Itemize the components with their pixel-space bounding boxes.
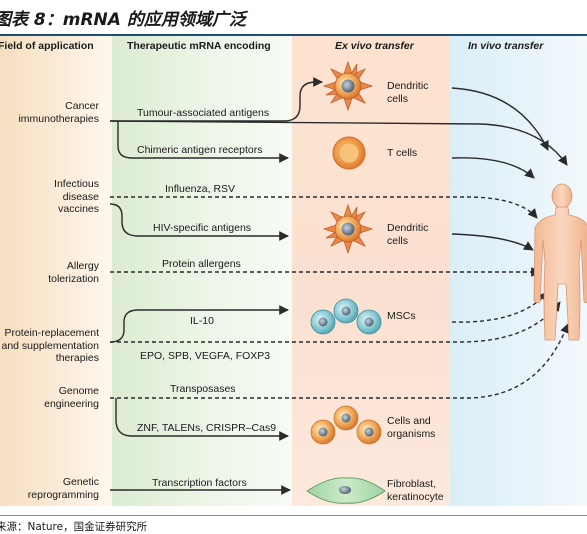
encoding-allergens: Protein allergens (162, 258, 241, 270)
encoding-tumour-antigens: Tumour-associated antigens (137, 107, 270, 119)
field-column-background (0, 36, 112, 506)
figure-title: 图表 8：mRNA 的应用领域广泛 (0, 10, 246, 30)
encoding-il10: IL-10 (190, 315, 214, 327)
arrow-transposases-to-body (110, 323, 570, 399)
arrow-tumour-antigens-to-dendritic (110, 77, 323, 122)
encoding-znf: ZNF, TALENs, CRISPR–Cas9 (137, 422, 277, 434)
column-header-field: Field of application (0, 40, 94, 52)
encoding-influenza: Influenza, RSV (165, 183, 236, 195)
source-note: 来源：Nature，国金证券研究所 (0, 521, 148, 533)
human-body-icon (533, 183, 587, 341)
column-header-exvivo: Ex vivo transfer (335, 40, 414, 52)
encoding-column-background (112, 36, 292, 506)
cell-label-fibroblast: Fibroblast,keratinocyte (387, 478, 444, 503)
cell-label-tcells: T cells (387, 147, 418, 159)
source-divider (0, 515, 587, 516)
encoding-transcription-factors: Transcription factors (152, 477, 247, 489)
arrow-car-to-tcells (117, 121, 289, 163)
encoding-hiv: HIV-specific antigens (153, 222, 252, 234)
arrow-dendritic2-to-body (451, 233, 534, 251)
dendritic-cell-icon (322, 203, 374, 255)
cells-cluster-icon (310, 405, 382, 445)
encoding-epo: EPO, SPB, VEGFA, FOXP3 (140, 350, 271, 362)
encoding-car: Chimeric antigen receptors (137, 144, 263, 156)
title-bar: 图表 8：mRNA 的应用领域广泛 (0, 0, 587, 36)
column-header-invivo: In vivo transfer (468, 40, 544, 52)
arrow-znf-to-cells (115, 398, 289, 441)
arrow-hiv-to-dendritic (109, 203, 289, 241)
arrow-tumour-antigens-to-body (109, 120, 568, 166)
arrow-tcells-to-body (451, 157, 535, 179)
arrow-il10-to-mscs (109, 305, 289, 343)
msc-cluster-icon (310, 298, 382, 335)
dendritic-cell-icon (322, 60, 374, 112)
arrow-mscs-to-body (451, 291, 549, 323)
arrow-influenza-to-body (110, 196, 538, 219)
t-cell-icon (332, 136, 366, 170)
arrow-dendritic-to-body (451, 87, 549, 151)
column-header-encoding: Therapeutic mRNA encoding (127, 40, 271, 52)
fibroblast-icon (306, 477, 386, 504)
cell-label-mscs: MSCs (387, 310, 416, 322)
encoding-transposases: Transposases (170, 383, 236, 395)
